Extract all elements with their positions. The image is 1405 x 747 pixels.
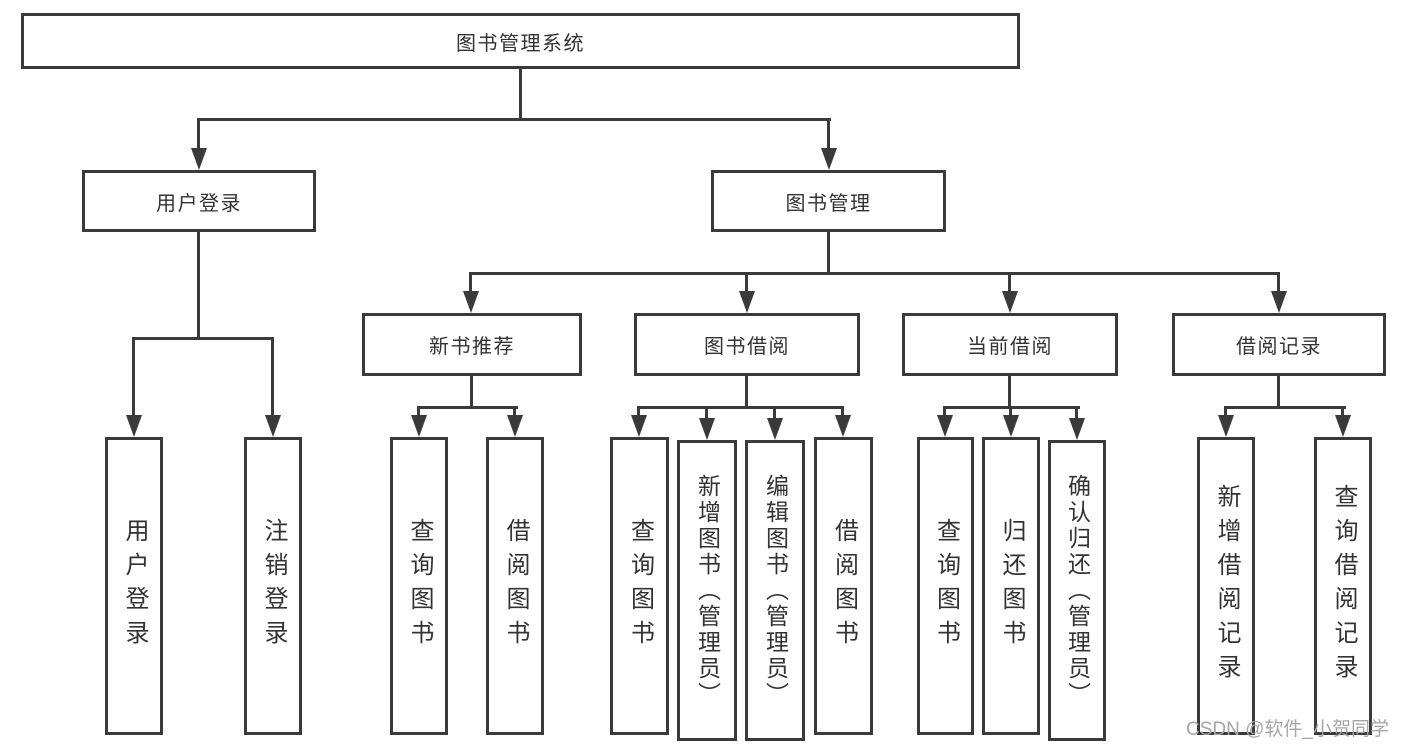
connector-line	[1341, 406, 1344, 418]
leaf-records-query-record: 查询借阅记录	[1314, 437, 1372, 735]
arrow-down-icon	[463, 291, 479, 313]
leaf-borrowing-borrow-books: 借阅图书	[814, 437, 873, 735]
arrow-down-icon	[1003, 415, 1019, 437]
node-book-borrowing: 图书借阅	[634, 313, 860, 376]
connector-line	[745, 376, 748, 409]
leaf-logout: 注销登录	[244, 437, 302, 735]
connector-line	[197, 232, 200, 340]
connector-line	[197, 118, 831, 121]
connector-line	[132, 337, 135, 419]
node-label: 查询图书	[406, 518, 433, 654]
node-label: 图书借阅	[704, 336, 790, 358]
arrow-down-icon	[631, 415, 647, 437]
node-label: 借阅记录	[1236, 336, 1322, 358]
node-label: 确认归还（管理员）	[1064, 473, 1091, 708]
node-label: 图书管理	[785, 192, 872, 215]
leaf-current-query-books: 查询图书	[917, 437, 974, 735]
leaf-borrowing-add-books-admin: 新增图书（管理员）	[677, 440, 737, 741]
leaf-current-return-books: 归还图书	[982, 437, 1040, 735]
arrow-down-icon	[1335, 415, 1351, 437]
arrow-down-icon	[767, 418, 783, 440]
node-library-management-system: 图书管理系统	[21, 13, 1020, 69]
node-current-borrowing: 当前借阅	[902, 313, 1118, 376]
node-borrowing-records: 借阅记录	[1172, 313, 1386, 376]
node-label: 用户登录	[121, 518, 148, 654]
connector-line	[1224, 406, 1227, 418]
arrow-down-icon	[191, 148, 207, 170]
watermark: CSDN @软件_小贺同学	[1186, 719, 1389, 740]
arrow-down-icon	[1069, 418, 1085, 440]
arrow-down-icon	[835, 415, 851, 437]
node-label: 图书管理系统	[456, 32, 585, 55]
connector-line	[1075, 406, 1078, 418]
node-label: 新增借阅记录	[1213, 484, 1240, 688]
node-label: 查询借阅记录	[1330, 484, 1357, 688]
node-label: 查询图书	[626, 518, 654, 654]
arrow-down-icon	[507, 415, 523, 437]
connector-line	[271, 337, 274, 419]
node-label: 用户登录	[156, 192, 242, 215]
node-label: 归还图书	[998, 518, 1025, 654]
arrow-down-icon	[699, 418, 715, 440]
node-label: 新增图书（管理员）	[694, 473, 721, 708]
connector-line	[417, 406, 420, 418]
connector-line	[1008, 376, 1011, 409]
connector-line	[745, 272, 748, 294]
connector-line	[469, 272, 1280, 275]
arrow-down-icon	[821, 148, 837, 170]
arrow-down-icon	[1002, 291, 1018, 313]
connector-line	[773, 406, 776, 418]
node-label: 查询图书	[932, 518, 960, 654]
leaf-recommend-borrow-books: 借阅图书	[486, 437, 544, 735]
connector-line	[637, 406, 844, 409]
connector-line	[197, 118, 200, 150]
node-label: 注销登录	[260, 518, 287, 654]
connector-line	[943, 406, 946, 418]
connector-line	[417, 406, 518, 409]
node-label: 新书推荐	[429, 336, 515, 358]
node-book-management: 图书管理	[711, 170, 946, 232]
leaf-records-add-record: 新增借阅记录	[1197, 437, 1255, 735]
arrow-down-icon	[265, 415, 281, 437]
connector-line	[841, 406, 844, 418]
arrow-down-icon	[1218, 415, 1234, 437]
connector-line	[827, 232, 830, 275]
connector-line	[132, 337, 274, 340]
connector-line	[1009, 406, 1012, 418]
leaf-borrowing-query-books: 查询图书	[610, 437, 669, 735]
node-new-book-recommendation: 新书推荐	[362, 313, 582, 376]
node-label: 借阅图书	[502, 518, 529, 654]
arrow-down-icon	[411, 415, 427, 437]
node-label: 编辑图书（管理员）	[762, 473, 789, 708]
arrow-down-icon	[739, 291, 755, 313]
node-user-login: 用户登录	[82, 170, 316, 232]
connector-line	[513, 406, 516, 418]
node-label: 当前借阅	[967, 336, 1053, 358]
arrow-down-icon	[1271, 291, 1287, 313]
connector-line	[1224, 406, 1346, 409]
connector-line	[827, 118, 830, 150]
leaf-user-login: 用户登录	[105, 437, 163, 735]
connector-line	[519, 69, 522, 118]
connector-line	[1277, 376, 1280, 409]
leaf-current-confirm-return-admin: 确认归还（管理员）	[1048, 440, 1106, 741]
connector-line	[1008, 272, 1011, 294]
node-label: 借阅图书	[830, 518, 858, 654]
leaf-recommend-query-books: 查询图书	[390, 437, 448, 735]
arrow-down-icon	[126, 415, 142, 437]
arrow-down-icon	[937, 415, 953, 437]
leaf-borrowing-edit-books-admin: 编辑图书（管理员）	[745, 440, 805, 741]
connector-line	[637, 406, 640, 418]
connector-line	[470, 376, 473, 409]
connector-line	[705, 406, 708, 418]
connector-line	[1277, 272, 1280, 294]
connector-line	[469, 272, 472, 294]
